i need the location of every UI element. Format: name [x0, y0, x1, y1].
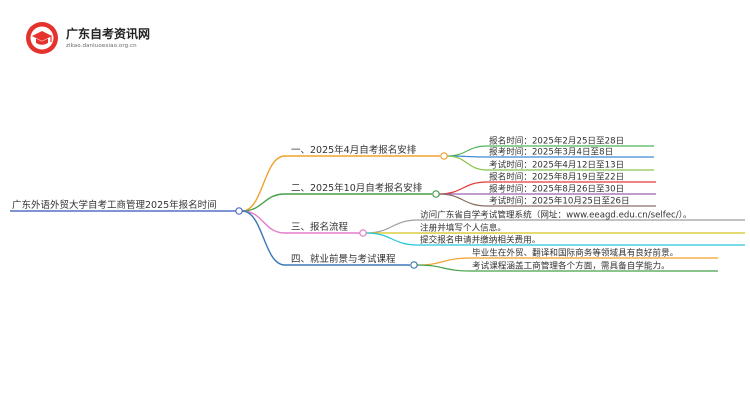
branch-connector-oct [241, 193, 286, 212]
site-name: 广东自考资讯网 [66, 26, 151, 41]
leaf-label-oct-1: 报考时间：2025年8月26日至30日 [489, 183, 624, 195]
leaf-label-flow-2: 提交报名申请并缴纳相关费用。 [420, 234, 540, 246]
leaf-connector-oct-0 [438, 181, 488, 195]
site-logo[interactable]: 广东自考资讯网 zikao.danluoexiao.org.cn [24, 20, 150, 56]
branch-collapse-toggle-flow[interactable] [359, 229, 367, 237]
leaf-label-apr-2: 考试时间：2025年4月12日至13日 [489, 159, 624, 171]
root-collapse-toggle[interactable] [235, 207, 243, 215]
graduation-cap-icon [26, 22, 58, 54]
branch-collapse-toggle-oct[interactable] [432, 190, 440, 198]
branch-label-flow: 三、报名流程 [291, 221, 349, 233]
mindmap-nodes: 广东外语外贸大学自考工商管理2025年报名时间一、2025年4月自考报名安排报名… [12, 135, 692, 272]
leaf-connector-flow-2 [365, 232, 419, 246]
leaf-label-apr-0: 报名时间：2025年2月25日至28日 [489, 135, 624, 147]
leaf-label-flow-0: 访问广东省自学考试管理系统（网址：www.eeagd.edu.cn/selfec… [420, 209, 692, 221]
branch-label-oct: 二、2025年10月自考报名安排 [291, 182, 423, 194]
root-node-label: 广东外语外贸大学自考工商管理2025年报名时间 [12, 199, 217, 211]
leaf-connector-career-0 [416, 257, 471, 266]
leaf-label-flow-1: 注册并填写个人信息。 [420, 222, 506, 234]
branch-connector-flow [241, 210, 286, 234]
branch-label-career: 四、就业前景与考试课程 [291, 253, 396, 265]
leaf-label-oct-2: 考试时间：2025年10月25日至26日 [489, 195, 630, 207]
mindmap-edges [10, 145, 745, 272]
leaf-connector-apr-2 [446, 155, 488, 171]
leaf-connector-career-1 [416, 264, 471, 272]
leaf-connector-apr-0 [446, 145, 488, 157]
leaf-connector-oct-2 [438, 193, 488, 207]
leaf-connector-flow-0 [365, 219, 419, 234]
branch-collapse-toggle-career[interactable] [410, 261, 418, 269]
branch-connector-apr [241, 155, 286, 212]
leaf-label-oct-0: 报名时间：2025年8月19日至22日 [489, 171, 624, 183]
leaf-label-career-0: 毕业生在外贸、翻译和国际商务等领域具有良好前景。 [472, 247, 678, 259]
leaf-label-apr-1: 报考时间：2025年3月4日至8日 [489, 146, 613, 158]
branch-collapse-toggle-apr[interactable] [440, 152, 448, 160]
branch-label-apr: 一、2025年4月自考报名安排 [291, 144, 417, 156]
leaf-label-career-1: 考试课程涵盖工商管理各个方面，需具备自学能力。 [472, 260, 670, 272]
site-url: zikao.danluoexiao.org.cn [66, 42, 137, 49]
branch-connector-career [241, 210, 286, 266]
